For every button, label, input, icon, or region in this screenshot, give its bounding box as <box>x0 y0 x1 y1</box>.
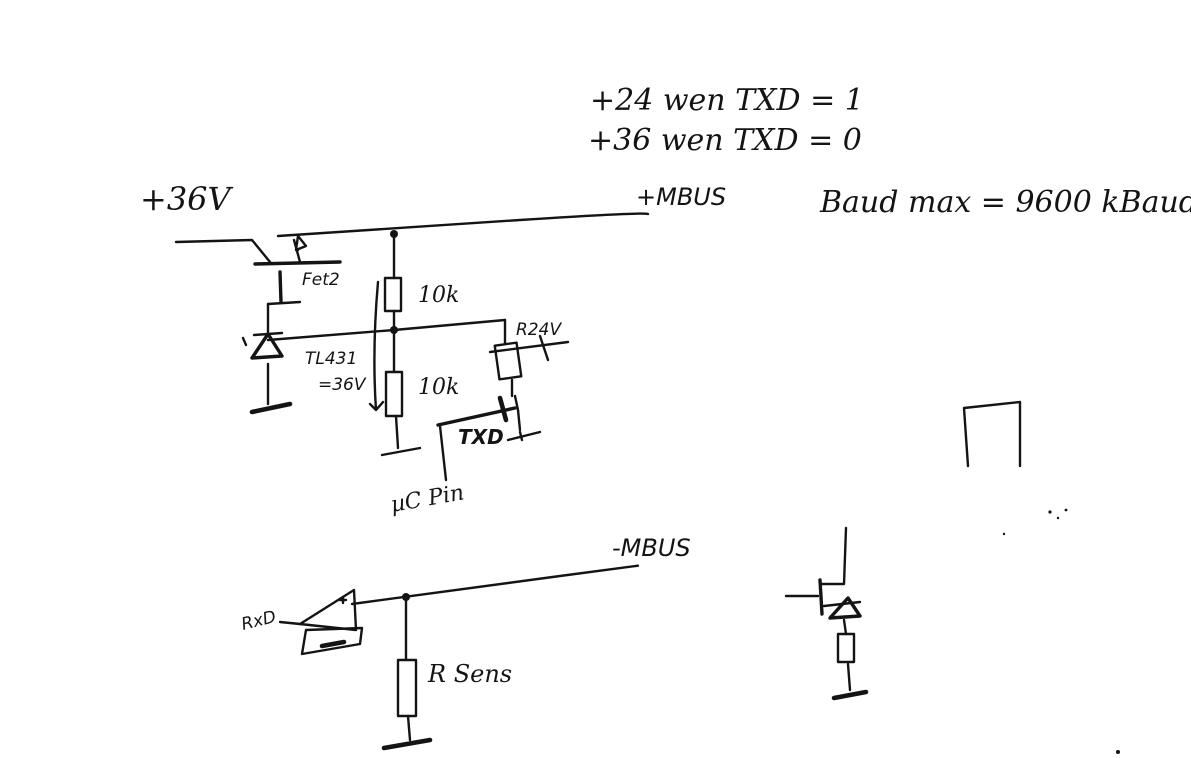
bus-minus-label: -MBUS <box>612 534 691 562</box>
tl431-zener: TL431 =36V <box>241 331 367 415</box>
right-resistor-lead <box>846 662 852 692</box>
zener-value: =36V <box>318 375 367 395</box>
right-resistor-body <box>836 632 856 664</box>
r-bottom-label: 10k <box>418 375 459 400</box>
r-bottom-lead-lower <box>394 414 400 450</box>
comparator-housing <box>300 626 364 656</box>
paper-specks <box>296 248 1120 754</box>
fet-channel <box>278 270 283 304</box>
fet-gate-plate <box>253 260 342 266</box>
resistor-10k-bottom: 10k <box>380 328 459 457</box>
note-baud: Baud max = 9600 kBaud <box>819 185 1191 220</box>
uc-pin-label: µC Pin <box>389 480 466 517</box>
zener-ground <box>249 401 293 415</box>
pulse-shape-sketch <box>962 400 1022 468</box>
zener-ref-mark <box>241 336 248 347</box>
txd-transistor: TXD <box>436 394 542 482</box>
txd-label: TXD <box>458 425 504 449</box>
resistor-r-sens: R Sens <box>381 595 512 751</box>
r-sens-ground <box>381 737 433 751</box>
rxd-comparator: RxD <box>239 588 364 656</box>
right-fet-channel <box>818 578 824 616</box>
resistor-r24v: R24V <box>488 318 570 398</box>
r-bottom-ground <box>380 446 422 457</box>
txd-channel <box>513 394 522 432</box>
supply-wire <box>174 238 272 264</box>
r24v-label: R24V <box>516 320 562 340</box>
speck <box>1056 516 1060 520</box>
r-sens-body <box>396 658 418 718</box>
r-sens-lead-lower <box>406 714 412 742</box>
speck <box>1064 508 1068 512</box>
right-zener-triangle <box>828 596 862 620</box>
r-top-label: 10k <box>418 283 459 308</box>
speck <box>296 248 300 252</box>
note-line-2: +36 wen TXD = 0 <box>588 123 862 158</box>
right-ground <box>831 689 869 701</box>
r-bottom-body <box>384 370 404 418</box>
speck <box>1048 510 1052 514</box>
bus-minus-rail <box>350 564 639 606</box>
divider-node-wire <box>266 318 507 342</box>
comparator-triangle <box>298 588 358 632</box>
bus-plus-rail <box>276 212 650 238</box>
zener-triangle <box>250 332 284 360</box>
rxd-output-wire <box>278 620 302 626</box>
fet-arrow <box>294 234 308 252</box>
r-sens-label: R Sens <box>427 660 512 688</box>
note-block: +24 wen TXD = 1 +36 wen TXD = 0 Baud max… <box>588 83 1191 220</box>
fet-drain-lead <box>292 238 302 264</box>
right-zener-lead <box>842 618 848 636</box>
comparator-ref-block <box>319 639 347 649</box>
speck <box>1116 750 1120 754</box>
bus-plus-label: +MBUS <box>636 183 726 211</box>
speck <box>1002 532 1006 536</box>
note-line-1: +24 wen TXD = 1 <box>590 83 864 118</box>
zener-name: TL431 <box>305 349 357 369</box>
r24v-body <box>493 341 523 381</box>
uc-pin-wire <box>438 424 448 482</box>
resistor-10k-top: 10k <box>383 232 459 332</box>
rxd-label: RxD <box>239 607 278 635</box>
zener-bar <box>252 331 284 337</box>
feedback-arrow <box>368 280 385 412</box>
comparator-plus <box>338 595 348 605</box>
txd-source-bar <box>497 395 509 423</box>
txd-ground <box>506 430 542 442</box>
fet-label: Fet2 <box>302 270 340 290</box>
r-top-body <box>383 276 403 313</box>
right-fet-drain <box>820 526 848 586</box>
fet2-transistor: Fet2 <box>253 234 342 336</box>
fet-source <box>266 300 302 306</box>
supply-label: +36V <box>140 180 234 218</box>
r24v-adjust-arrow <box>488 334 570 362</box>
right-fet-sketch <box>784 526 869 701</box>
